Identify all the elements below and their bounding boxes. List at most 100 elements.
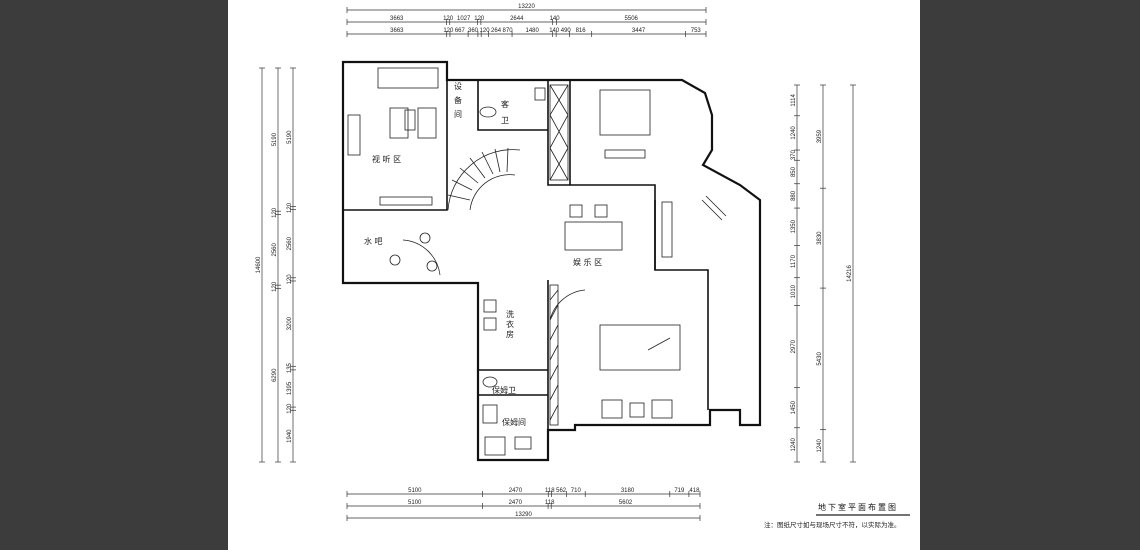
dimension-label: 3830	[817, 231, 823, 245]
drawing-title: 地下室平面布置图	[818, 502, 898, 512]
bar-stool	[389, 254, 401, 266]
dimension-label: 140	[549, 28, 560, 34]
room-label-entertainment-area: 娱 乐 区	[573, 257, 602, 267]
dimension-label: 1350	[791, 219, 797, 233]
furniture	[347, 67, 727, 456]
dimension-label: 3663	[390, 16, 404, 22]
dimension-label: 370	[791, 149, 797, 160]
screen	[379, 196, 433, 206]
dimension-label: 120	[474, 16, 485, 22]
dimension-label: 2644	[510, 16, 524, 22]
exterior-wall	[341, 60, 762, 462]
toilet	[482, 376, 498, 388]
dimension-label: 5430	[817, 352, 823, 366]
dimension-label: 264	[491, 28, 502, 34]
basin	[534, 87, 546, 101]
dimension-label: 360	[468, 28, 479, 34]
dimension-label: 2560	[272, 242, 278, 256]
dimension-label: 1027	[457, 16, 471, 22]
dimension-label: 3447	[632, 28, 646, 34]
bed	[484, 436, 506, 456]
drawing-note: 注：图纸尺寸如与现场尺寸不符，以实际为准。	[764, 520, 901, 529]
dimension-label: 719	[674, 488, 685, 494]
dimension-label: 120	[287, 274, 293, 285]
dimension-label: 1240	[817, 439, 823, 453]
room-label-laundry: 洗衣房	[506, 309, 515, 340]
room-label-av-area: 视 听 区	[372, 154, 401, 164]
dimension-label: 880	[791, 190, 797, 201]
side-table	[404, 109, 416, 131]
dimension-label: 3959	[817, 129, 823, 143]
dimension-label: 1010	[791, 284, 797, 298]
dimension-label: 5100	[408, 500, 422, 506]
toilet	[479, 106, 497, 118]
dimension-label: 1170	[791, 254, 797, 268]
dimension-label: 5506	[625, 16, 639, 22]
tv-cabinet	[377, 67, 439, 89]
dimension-label: 2470	[509, 500, 523, 506]
dimension-label: 120	[287, 202, 293, 213]
dimension-label: 1480	[526, 28, 540, 34]
door-swing	[549, 289, 586, 321]
dimension-label: 120	[443, 16, 454, 22]
dimension-label: 3200	[287, 316, 293, 330]
dimension-label: 1450	[791, 400, 797, 414]
dimension-label: 1395	[287, 381, 293, 395]
dimension-label: 140	[550, 16, 561, 22]
dimension-label: 850	[791, 166, 797, 177]
side-table	[629, 402, 645, 418]
armchair	[651, 399, 673, 419]
dimension-label: 120	[480, 28, 491, 34]
armchair	[601, 399, 623, 419]
dimension-label: 667	[455, 28, 466, 34]
dimension-label: 120	[272, 207, 278, 218]
dimension-label: 5190	[272, 132, 278, 146]
bar-counter	[402, 239, 441, 276]
dimension-label: 6290	[272, 368, 278, 382]
dimension-label: 118	[545, 500, 555, 506]
room-label-water-bar: 水 吧	[364, 236, 383, 246]
recliner	[389, 107, 409, 139]
cabinet	[661, 201, 673, 258]
bed	[599, 89, 651, 136]
dimension-label: 870	[503, 28, 514, 34]
dimension-label: 1240	[791, 438, 797, 452]
dimension-label: 3180	[621, 488, 635, 494]
dimension-label: 14600	[256, 256, 262, 273]
dimension-label: 120	[443, 28, 454, 34]
dimension-label: 118	[545, 488, 555, 494]
audio-rack	[347, 114, 361, 156]
chair	[594, 204, 608, 218]
dimension-label: 13290	[515, 512, 532, 518]
dimension-label: 753	[691, 28, 702, 34]
dimension-label: 2470	[509, 488, 523, 494]
room-label-equipment-room: 设备间	[454, 81, 463, 124]
game-table	[564, 221, 623, 251]
dimension-label: 2970	[791, 339, 797, 353]
dresser	[604, 149, 646, 159]
billiard-table	[599, 324, 681, 371]
dimension-label: 1240	[791, 126, 797, 140]
dimension-label: 816	[576, 28, 587, 34]
room-label-nanny-wc: 保姆卫	[492, 385, 516, 395]
dimension-label: 2560	[287, 236, 293, 250]
dimension-label: 710	[571, 488, 582, 494]
chair	[569, 204, 583, 218]
dimension-label: 5602	[619, 500, 633, 506]
spiral-staircase	[447, 147, 521, 211]
bar-stool	[419, 232, 431, 244]
dimension-label: 120	[287, 403, 293, 414]
dimension-label: 562	[556, 488, 567, 494]
dimension-label: 14216	[847, 264, 853, 281]
dimension-label: 1940	[287, 429, 293, 443]
dimension-label: 5100	[408, 488, 422, 494]
dimension-label: 135	[287, 362, 293, 373]
dimension-label: 5190	[287, 130, 293, 144]
dimension-label: 120	[272, 281, 278, 292]
room-label-nanny-room: 保姆间	[502, 417, 526, 427]
wall-shelf	[701, 195, 727, 221]
room-label-guest-wc: 客卫	[501, 99, 510, 132]
dimension-label: 3663	[390, 28, 404, 34]
